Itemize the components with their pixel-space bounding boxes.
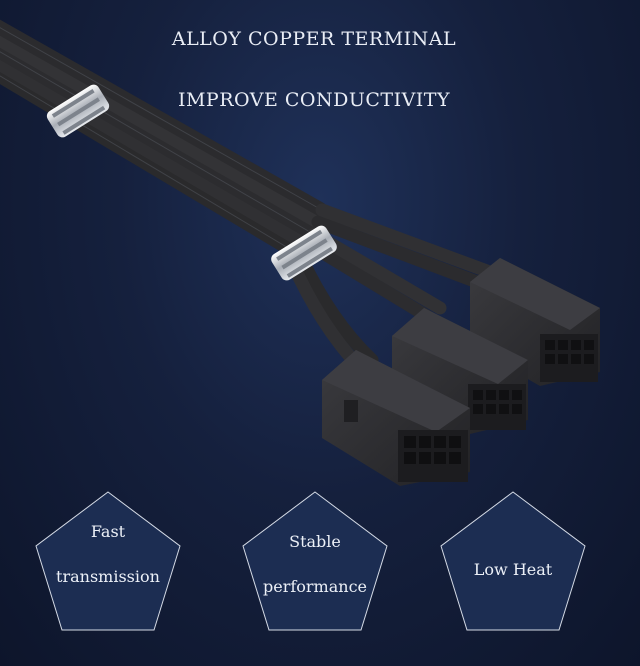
feature-label-line-2: performance bbox=[262, 577, 367, 596]
feature-fast-transmission: Fast transmission bbox=[36, 492, 180, 632]
cable-clip-lower bbox=[271, 225, 337, 281]
feature-label-line-1: Low Heat bbox=[473, 560, 553, 579]
pentagon-fast-transmission bbox=[35, 491, 181, 631]
headline-line-2: IMPROVE CONDUCTIVITY bbox=[177, 89, 451, 111]
cable-bundle bbox=[0, 19, 327, 262]
feature-label-line-2: transmission bbox=[56, 567, 160, 586]
pentagon-stable-performance bbox=[242, 491, 388, 631]
pentagon-low-heat bbox=[440, 491, 586, 631]
headline-line-1: ALLOY COPPER TERMINAL bbox=[171, 28, 457, 50]
cable-clip-upper bbox=[46, 84, 110, 138]
feature-label-line-1: Stable bbox=[289, 532, 341, 551]
connector-front bbox=[322, 350, 470, 486]
feature-stable-performance: Stable performance bbox=[243, 492, 387, 632]
feature-label-line-1: Fast bbox=[90, 522, 126, 541]
feature-low-heat: Low Heat bbox=[441, 492, 585, 632]
